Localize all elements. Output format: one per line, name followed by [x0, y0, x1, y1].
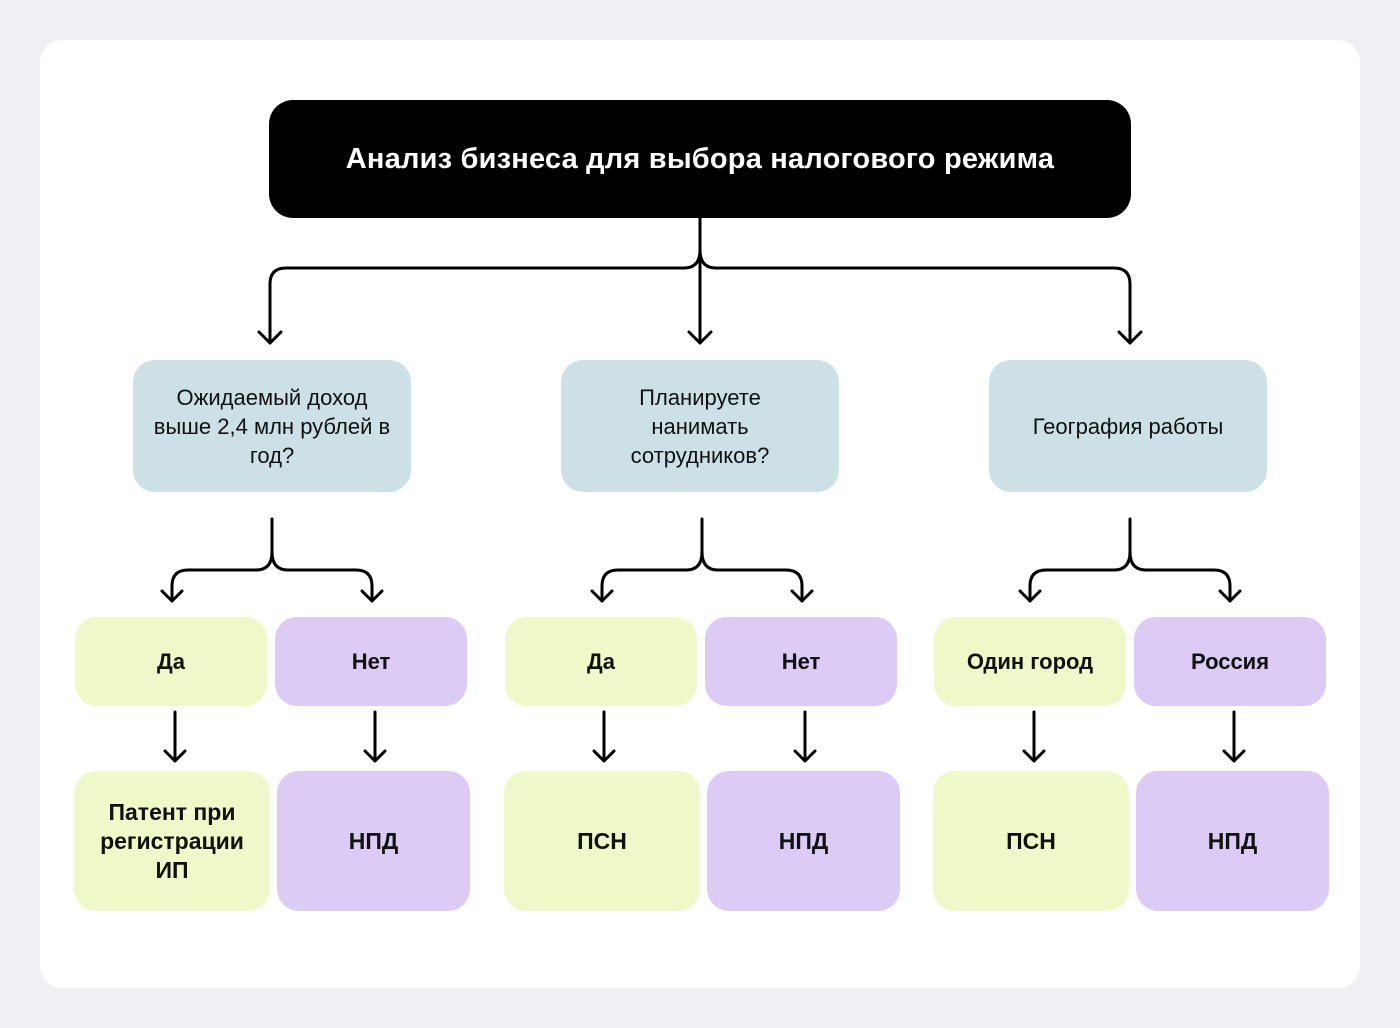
question-income: Ожидаемый доход выше 2,4 млн рублей в го…	[133, 360, 411, 492]
question-employees-text: Планируете нанимать сотрудников?	[630, 384, 770, 468]
result-b2-no: НПД	[707, 771, 900, 911]
answer-b3-one-city: Один город	[934, 617, 1126, 706]
result-b1-yes-text: Патент при регистрации ИП	[100, 798, 244, 883]
result-b2-yes: ПСН	[504, 771, 700, 911]
root-node-title: Анализ бизнеса для выбора налогового реж…	[269, 100, 1131, 218]
result-b3-one-city: ПСН	[933, 771, 1129, 911]
answer-b2-no: Нет	[705, 617, 897, 706]
question-employees: Планируете нанимать сотрудников?	[561, 360, 839, 492]
answer-b2-yes: Да	[505, 617, 697, 706]
answer-b1-no: Нет	[275, 617, 467, 706]
answer-b1-yes: Да	[75, 617, 267, 706]
result-b3-russia: НПД	[1136, 771, 1329, 911]
question-income-text: Ожидаемый доход выше 2,4 млн рублей в го…	[153, 384, 391, 468]
question-geography-text: География работы	[1032, 413, 1224, 439]
answer-b3-russia: Россия	[1134, 617, 1326, 706]
question-geography: География работы	[989, 360, 1267, 492]
result-b1-yes: Патент при регистрации ИП	[74, 771, 270, 911]
result-b1-no: НПД	[277, 771, 470, 911]
